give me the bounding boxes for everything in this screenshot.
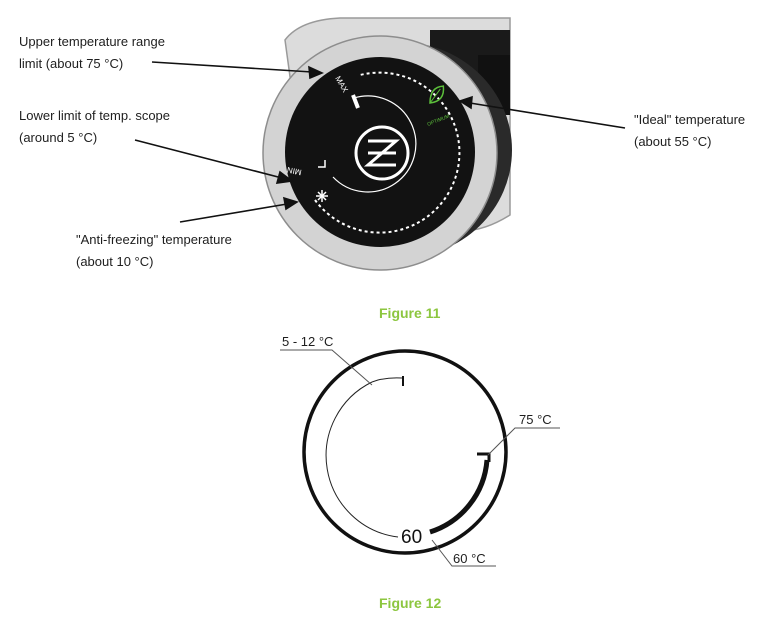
arrow-lower-limit [134, 139, 283, 179]
high-range-arc [429, 459, 490, 535]
arrowhead-ideal [458, 95, 473, 110]
snowflake-icon [316, 190, 328, 202]
min-label: MIN [286, 165, 302, 177]
callout-lower-limit: Lower limit of temp. scope (around 5 °C) [19, 108, 171, 145]
label-mid: 60 °C [453, 551, 486, 566]
callout-upper-limit: Upper temperature range limit (about 75 … [19, 34, 165, 71]
leaf-icon [429, 85, 445, 104]
low-range-arc [325, 381, 399, 538]
figure-11-caption: Figure 11 [379, 305, 441, 321]
callout-anti-freezing: "Anti-freezing" temperature (about 10 °C… [76, 232, 232, 269]
center-value: 60 [401, 527, 422, 548]
min-marker [318, 160, 326, 168]
dial-outline [302, 349, 508, 555]
label-high: 75 °C [519, 412, 552, 427]
arrow-upper-limit [151, 61, 313, 73]
arrowhead-lower-limit [275, 170, 295, 184]
figure-12-caption: Figure 12 [379, 595, 442, 611]
arrowhead-upper-limit [308, 65, 324, 80]
leader-high [487, 427, 560, 456]
leader-mid [431, 539, 496, 567]
leader-low-range [280, 349, 373, 386]
dial-inner-arc [332, 95, 417, 193]
callout-ideal: "Ideal" temperature (about 55 °C) [634, 112, 746, 149]
arrowhead-anti-freezing [282, 196, 299, 211]
arrow-anti-freezing [179, 203, 288, 223]
max-marker [351, 94, 360, 109]
label-low-range: 5 - 12 °C [282, 334, 333, 349]
low-range-arc-top [371, 377, 403, 383]
arrow-ideal [469, 102, 626, 129]
brand-logo-icon [354, 125, 410, 181]
